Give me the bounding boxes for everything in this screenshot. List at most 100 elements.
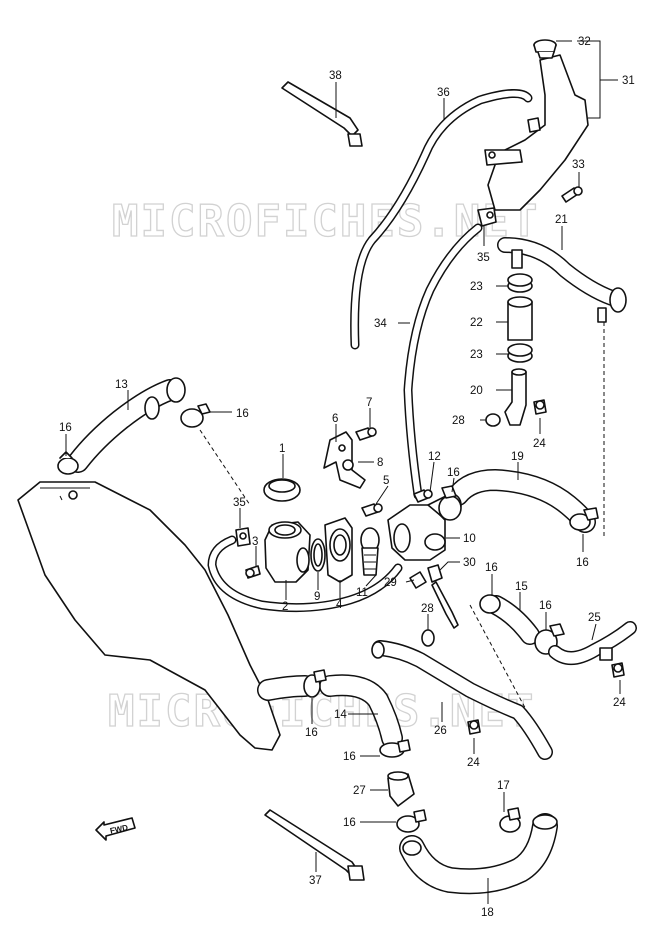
- callout-25: 25: [588, 612, 601, 624]
- callout-23-top: 23: [470, 281, 483, 293]
- hose-18: [399, 813, 558, 895]
- reservoir-tank: [484, 54, 589, 211]
- callout-2: 2: [282, 601, 288, 613]
- reservoir-cap: [533, 39, 557, 59]
- callout-15: 15: [515, 581, 528, 593]
- clamp-16-19a: [438, 485, 462, 521]
- callout-12: 12: [428, 451, 441, 463]
- callout-24-a: 24: [533, 438, 546, 450]
- callout-28-top: 28: [452, 415, 465, 427]
- callout-9: 9: [314, 591, 320, 603]
- callout-16-27: 16: [343, 817, 356, 829]
- callout-35-top: 35: [477, 252, 490, 264]
- clamp-17: [499, 807, 521, 833]
- callout-23-bottom: 23: [470, 349, 483, 361]
- callout-26: 26: [434, 725, 447, 737]
- clamp-35-mid: [235, 527, 251, 547]
- callout-28-mid: 28: [421, 603, 434, 615]
- svg-text:FWD: FWD: [109, 823, 129, 836]
- callout-24-b: 24: [613, 697, 626, 709]
- callout-33: 33: [572, 159, 585, 171]
- o-ring-28-mid: [421, 629, 435, 647]
- clamp-16-14a: [303, 669, 327, 698]
- callout-24-c: 24: [467, 757, 480, 769]
- bolt-12: [413, 489, 433, 503]
- callout-16-upper: 16: [236, 408, 249, 420]
- bracket-6: [323, 431, 366, 489]
- fwd-arrow-icon: FWD: [95, 817, 136, 841]
- callout-16-14a: 16: [305, 727, 318, 739]
- callout-17: 17: [497, 780, 510, 792]
- pipe-21: [497, 237, 627, 323]
- callout-16-15b: 16: [539, 600, 552, 612]
- clamp-23-top: [507, 273, 533, 293]
- gasket-9: [310, 538, 326, 572]
- callout-10: 10: [463, 533, 476, 545]
- thermostat-cap-1: [263, 478, 301, 502]
- clamp-16-27: [396, 809, 427, 833]
- bolt-24-c: [467, 719, 481, 735]
- bolt-7: [355, 427, 377, 441]
- bolt-3: [245, 565, 261, 579]
- callout-16-left: 16: [59, 422, 72, 434]
- callout-35-mid: 35: [233, 497, 246, 509]
- cable-tie-37: [264, 809, 365, 881]
- o-ring-28-top: [485, 413, 501, 427]
- joint-27: [387, 771, 415, 807]
- clamp-16-15a: [479, 594, 501, 614]
- thermostat-housing-2: [264, 521, 311, 583]
- sensor-30: [427, 564, 459, 629]
- hose-13: [67, 377, 186, 473]
- pipe-20: [504, 368, 527, 426]
- callout-16-19b: 16: [576, 557, 589, 569]
- callout-31: 31: [622, 75, 635, 87]
- callout-16-15a: 16: [485, 562, 498, 574]
- radiator-shroud: [17, 481, 281, 751]
- clamp-16-upper: [180, 403, 211, 428]
- thermostat-11: [360, 527, 380, 576]
- clamp-16-14b: [379, 739, 411, 758]
- callout-3: 3: [252, 536, 258, 548]
- callout-22: 22: [470, 317, 483, 329]
- clamp-16-left: [57, 451, 79, 475]
- hose-clamp-35-top: [477, 207, 497, 227]
- clamp-16-19b: [569, 507, 599, 531]
- callout-18: 18: [481, 907, 494, 919]
- cable-tie-38: [281, 81, 363, 147]
- callout-21: 21: [555, 214, 568, 226]
- hose-14: [257, 674, 403, 749]
- callout-14: 14: [334, 709, 347, 721]
- hose-19: [442, 469, 596, 533]
- callout-13: 13: [115, 379, 128, 391]
- callout-30: 30: [463, 557, 476, 569]
- bolt-24-b: [611, 662, 625, 678]
- callout-27: 27: [353, 785, 366, 797]
- callout-36: 36: [437, 87, 450, 99]
- bolt-24-a: [533, 399, 547, 415]
- callouts: 32 31 33 38 36 35 21 23 22 23 20 28 24 3…: [59, 36, 635, 919]
- callout-7: 7: [366, 397, 372, 409]
- callout-6: 6: [332, 413, 338, 425]
- callout-38: 38: [329, 70, 342, 82]
- pipe-26: [371, 640, 553, 760]
- sensor-29: [409, 571, 427, 589]
- leader-lines: [65, 40, 621, 904]
- callout-20: 20: [470, 385, 483, 397]
- tank-bolt: [561, 186, 583, 203]
- callout-5: 5: [383, 475, 389, 487]
- callout-19: 19: [511, 451, 524, 463]
- hose-15: [486, 595, 540, 645]
- callout-37: 37: [309, 875, 322, 887]
- callout-32: 32: [578, 36, 591, 48]
- clamp-23-bottom: [507, 343, 533, 363]
- nut-8: [342, 459, 354, 471]
- hose-22: [507, 296, 533, 341]
- callout-11: 11: [356, 587, 368, 599]
- housing-4: [324, 517, 353, 583]
- callout-16-14b: 16: [343, 751, 356, 763]
- callout-1: 1: [279, 443, 285, 455]
- callout-16-19a: 16: [447, 467, 460, 479]
- watermark-top: MICROFICHES.NET: [112, 196, 539, 247]
- pipe-25: [548, 621, 637, 665]
